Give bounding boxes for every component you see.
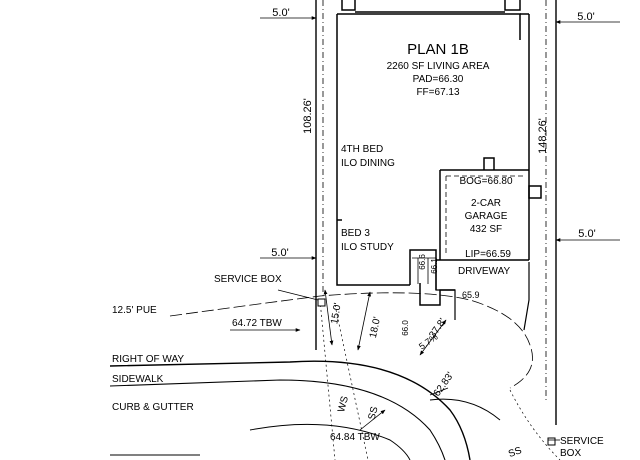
front-18-dim: 18.0' [368,316,383,339]
pue-line [169,292,533,389]
garage-name-1: 2-CAR [471,198,501,209]
service-box-right-label-2: BOX [560,448,581,459]
garage-lip: LIP=66.59 [465,249,511,260]
tbw-bottom: 64.84 TBW [330,432,380,443]
bed4-label-2: ILO DINING [341,158,395,169]
sidewalk-label: SIDEWALK [112,374,164,385]
elev-66-1: 66.1 [430,258,439,274]
bed3-label-1: BED 3 [341,228,370,239]
plan-ff: FF=67.13 [416,87,460,98]
setback-top-right: 5.0' [577,11,594,23]
tbw-left: 64.72 TBW [232,318,282,329]
service-box-right-label-1: SERVICE [560,436,604,447]
service-box-left-label: SERVICE BOX [214,274,282,285]
pue-label: 12.5' PUE [112,305,157,316]
arc-62-dim: 62.83' [432,370,457,398]
elev-66-0: 66.0 [401,320,410,336]
garage-bog: BOG=66.80 [459,176,513,187]
ss-right-label: SS [507,445,524,460]
driveway-outline [435,262,530,331]
setback-mid-left: 5.0' [271,247,288,259]
ws-label: WS [336,395,351,414]
service-box-right-icon [547,437,556,446]
plan-living-area: 2260 SF LIVING AREA [387,61,490,72]
right-of-way-line [109,360,471,460]
service-box-left-icon [317,298,326,307]
house-outline [336,0,542,306]
bed3-label-2: ILO STUDY [341,242,394,253]
right-lot-depth: 148.26' [537,118,549,154]
curb-gutter-label: CURB & GUTTER [112,402,194,413]
plan-pad: PAD=66.30 [413,74,464,85]
service-lines [319,299,561,460]
plan-title: PLAN 1B [407,41,469,58]
elev-65-9: 65.9 [462,290,480,300]
driveway-label: DRIVEWAY [458,266,511,277]
dimension-lines [230,16,620,441]
left-lot-depth: 108.26' [302,98,314,134]
labels: PLAN 1B 2260 SF LIVING AREA PAD=66.30 FF… [112,7,604,460]
curb-return [429,398,501,421]
ss-label: SS [367,405,381,421]
front-15-dim: 15.0' [329,302,344,325]
setback-mid-right: 5.0' [578,228,595,240]
sidewalk-line [109,379,446,460]
lot-lines [315,0,557,425]
setback-lines [322,0,547,400]
right-of-way-label: RIGHT OF WAY [112,354,184,365]
street-lines [109,360,501,460]
setback-top-left: 5.0' [272,7,289,19]
garage-area: 432 SF [470,224,502,235]
garage-dashed [445,175,524,256]
bed4-label-1: 4TH BED [341,144,383,155]
curb-line [249,423,411,460]
interior-walls [412,257,436,284]
garage-name-2: GARAGE [465,211,508,222]
elev-66-6: 66.6 [418,254,427,270]
